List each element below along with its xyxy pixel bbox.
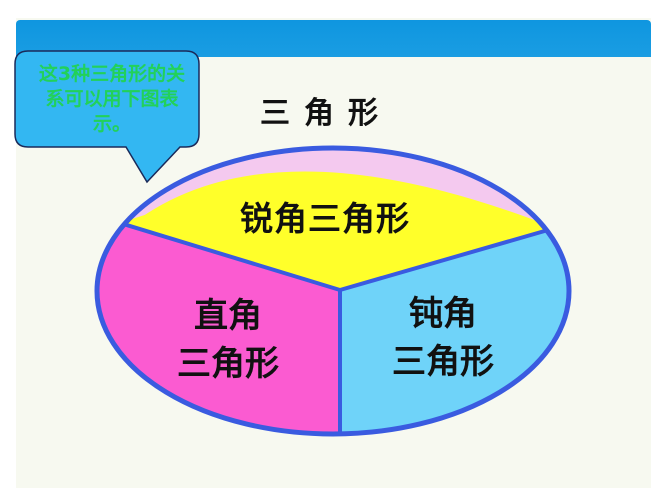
right-triangle-label-line1: 直角 (194, 296, 262, 336)
speech-bubble: 这3种三角形的关系可以用下图表示。 (14, 50, 200, 184)
right-triangle-label-line2: 三角形 (177, 344, 279, 384)
obtuse-triangle-label-line1: 钝角 (409, 294, 477, 334)
obtuse-triangle-label-line2: 三角形 (392, 342, 494, 382)
acute-triangle-label: 锐角三角形 (240, 199, 410, 238)
callout-text: 这3种三角形的关系可以用下图表示。 (38, 63, 186, 135)
ellipse-border (94, 145, 572, 437)
page-title: 三角形 (260, 96, 392, 131)
right-triangle-label: 直角 三角形 (168, 292, 288, 388)
speech-bubble-shape (14, 50, 200, 184)
obtuse-triangle-label: 钝角 三角形 (378, 290, 508, 386)
